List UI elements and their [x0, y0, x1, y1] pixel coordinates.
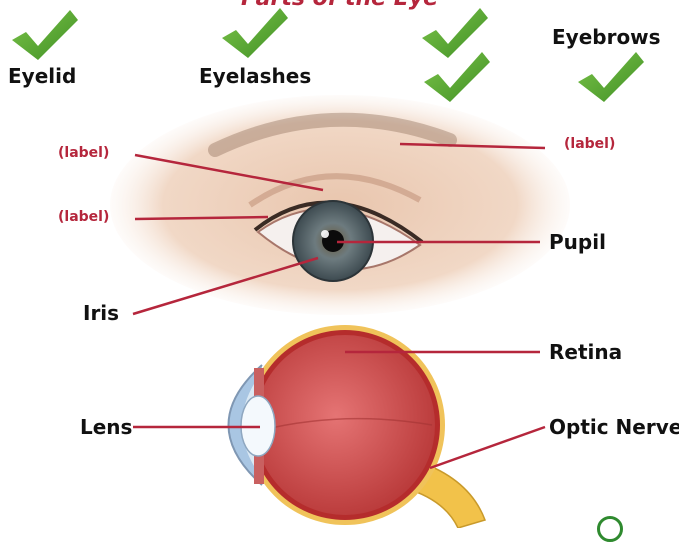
word-bank-eyelid: Eyelid [8, 64, 76, 88]
word-bank-eyebrows: Eyebrows [552, 25, 661, 49]
check-icon [222, 8, 288, 58]
pupil-label: Pupil [549, 230, 606, 254]
logo-icon [597, 516, 623, 542]
eye-diagram [0, 0, 679, 528]
eye-illustration [110, 95, 570, 315]
check-icon [422, 8, 488, 58]
check-icon [424, 52, 490, 102]
check-icon [12, 10, 78, 60]
iris-label: Iris [83, 301, 119, 325]
eyelashes-label-slot[interactable]: (label) [58, 209, 109, 225]
optic-nerve-label: Optic Nerve [549, 415, 679, 439]
cross-section-illustration [229, 325, 486, 528]
eyebrow-label-slot[interactable]: (label) [564, 136, 615, 152]
eyelid-label-slot[interactable]: (label) [58, 145, 109, 161]
check-icon [578, 52, 644, 102]
lens-label: Lens [80, 415, 132, 439]
word-bank-eyelashes: Eyelashes [199, 64, 311, 88]
retina-label: Retina [549, 340, 622, 364]
